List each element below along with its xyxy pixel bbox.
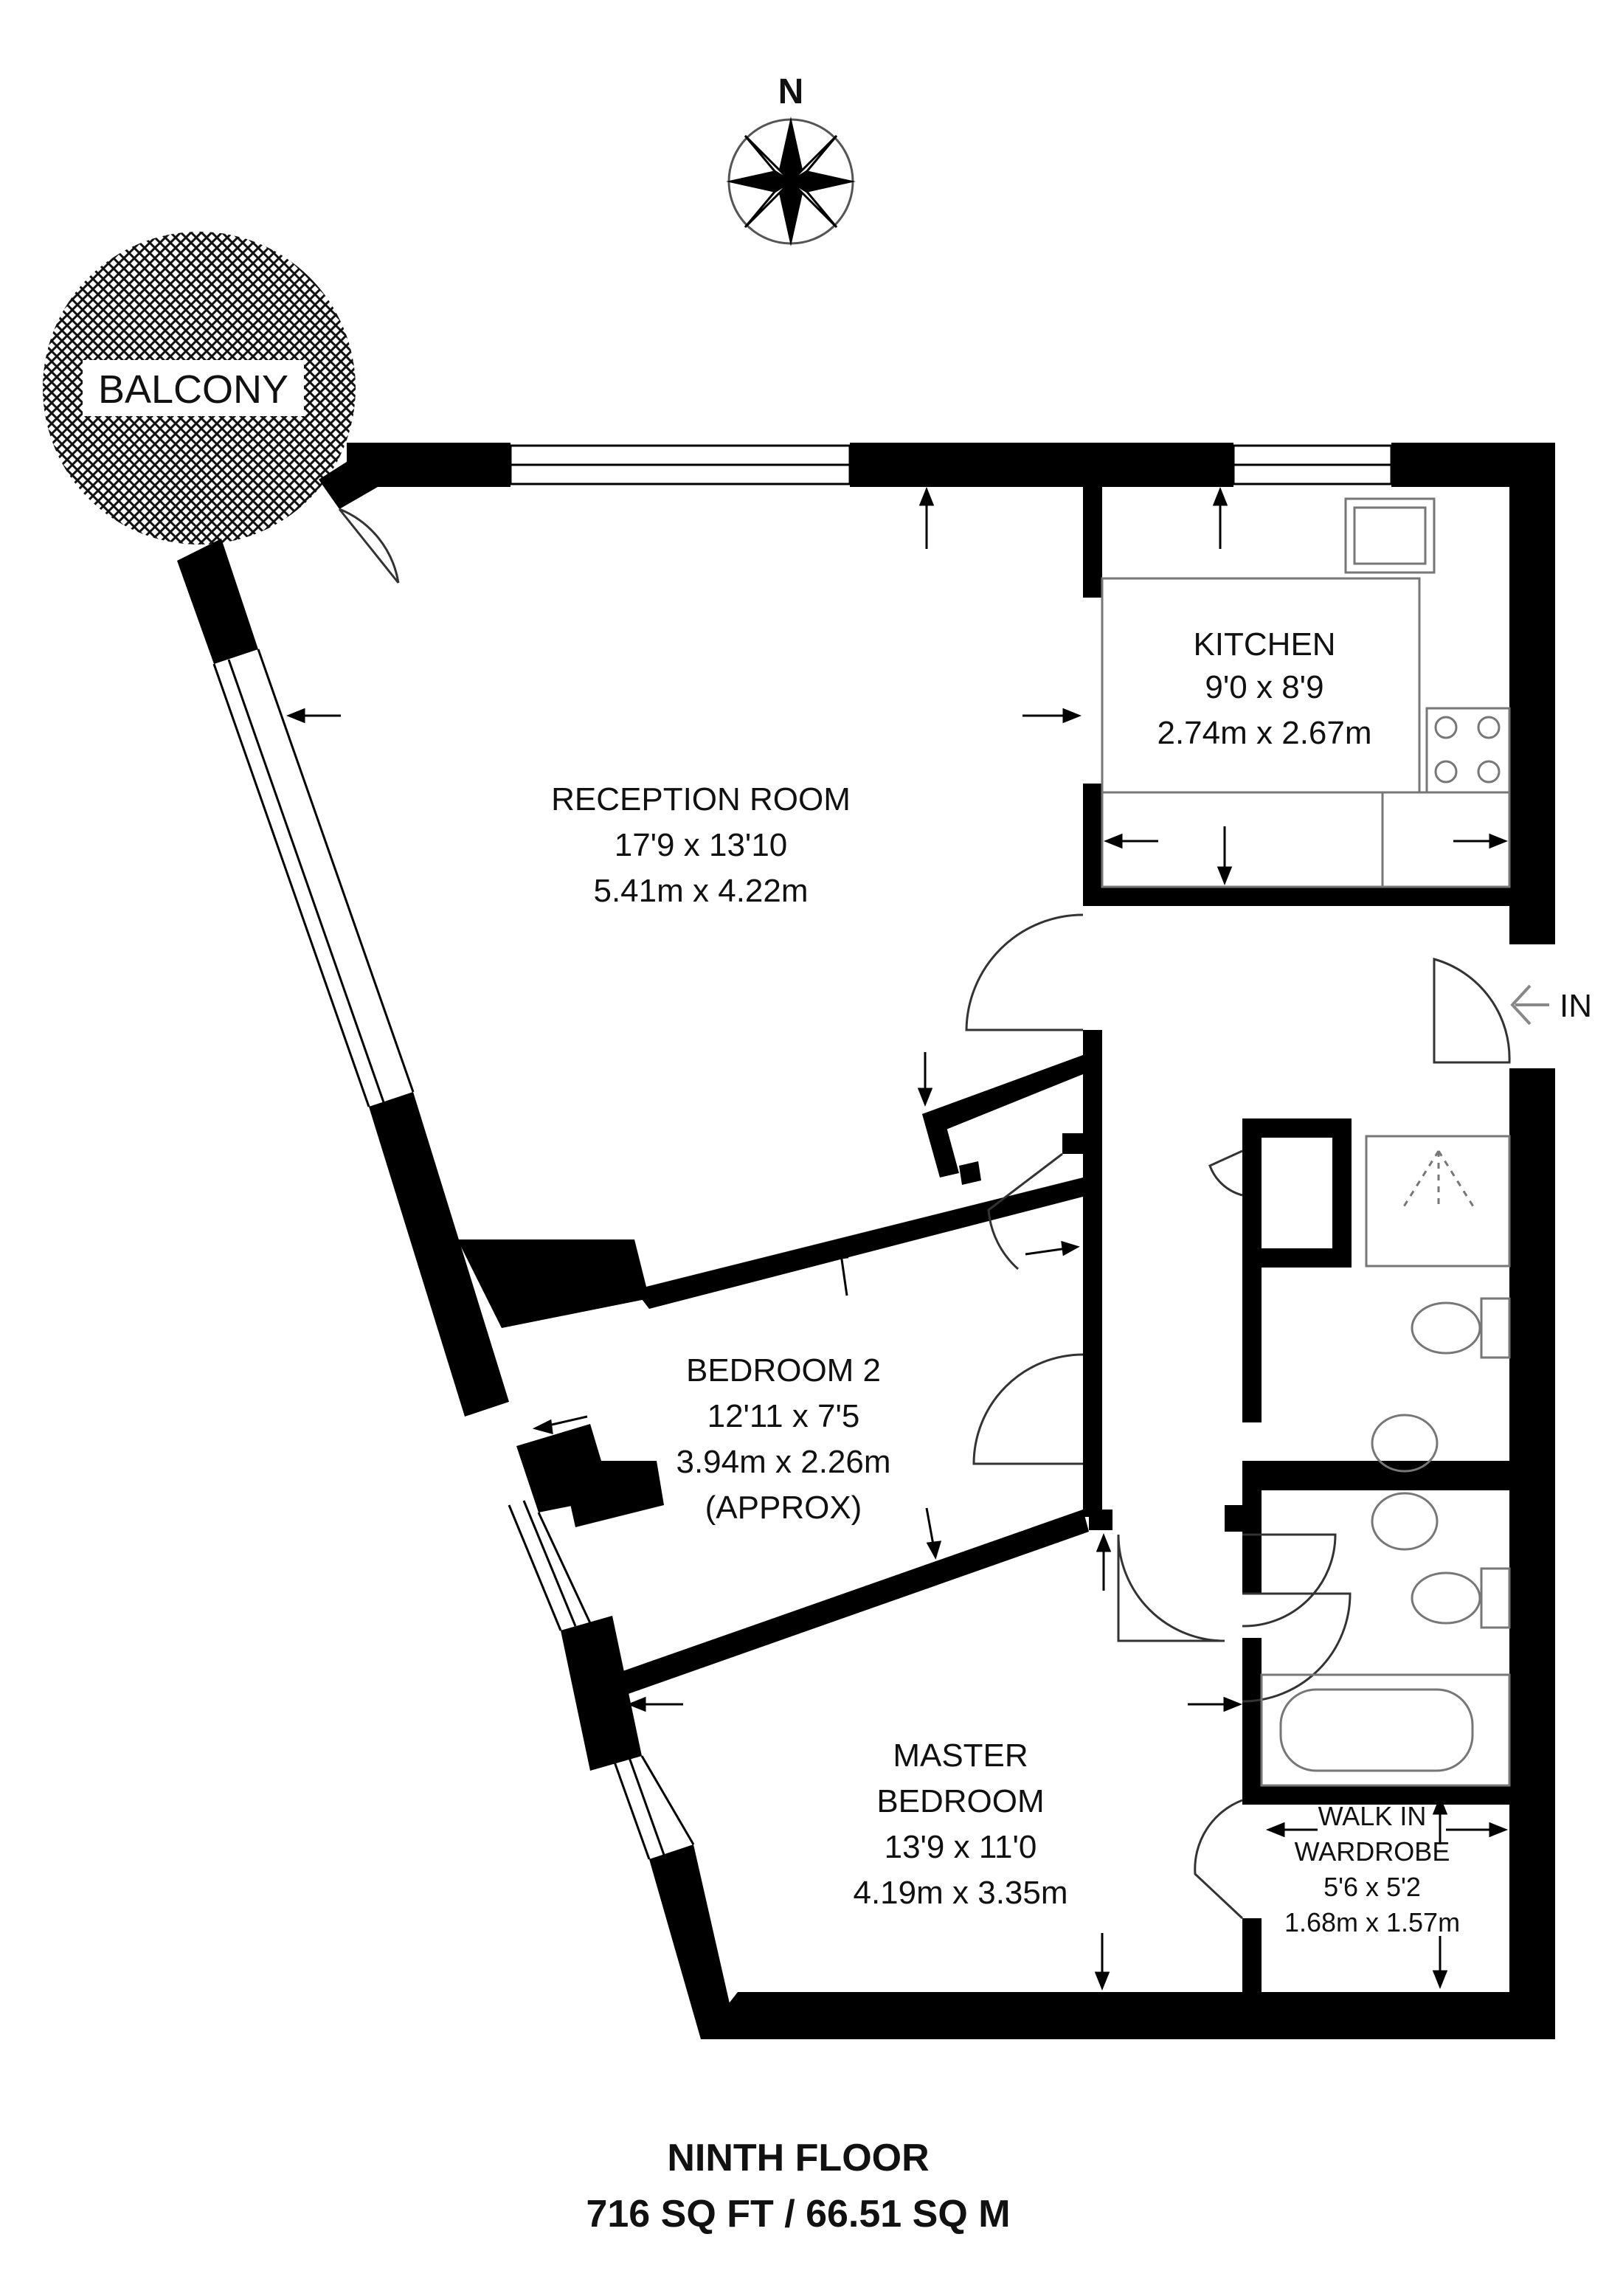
room-master-bedroom: MASTER BEDROOM 13'9 x 11'0 4.19m x 3.35m xyxy=(853,1737,1067,1911)
arrow-left-icon xyxy=(1510,984,1549,1026)
master-name-line2: BEDROOM xyxy=(876,1783,1044,1819)
floor-area: 716 SQ FT / 66.51 SQ M xyxy=(586,2193,1010,2236)
room-bedroom-2: BEDROOM 2 12'11 x 7'5 3.94m x 2.26m (APP… xyxy=(676,1352,890,1526)
bedroom2-imperial: 12'11 x 7'5 xyxy=(707,1398,860,1434)
balcony-label: BALCONY xyxy=(98,367,288,412)
windows xyxy=(212,444,1393,1860)
interior-walls xyxy=(612,484,1509,2039)
footer: NINTH FLOOR 716 SQ FT / 66.51 SQ M xyxy=(586,2137,1010,2236)
bedroom2-metric: 3.94m x 2.26m xyxy=(676,1444,890,1480)
kitchen-fixtures xyxy=(1101,497,1511,888)
balcony: BALCONY xyxy=(43,232,356,544)
compass-north-label: N xyxy=(778,72,804,111)
compass: N xyxy=(726,72,856,246)
entrance: IN xyxy=(1510,984,1592,1026)
master-name-line1: MASTER xyxy=(893,1737,1028,1774)
reception-imperial: 17'9 x 13'10 xyxy=(615,827,788,863)
floor-title: NINTH FLOOR xyxy=(667,2137,929,2179)
reception-name: RECEPTION ROOM xyxy=(551,781,851,817)
wardrobe-metric: 1.68m x 1.57m xyxy=(1284,1907,1460,1937)
compass-rose-icon xyxy=(726,117,856,246)
bedroom2-note: (APPROX) xyxy=(705,1490,862,1526)
dimension-arrows xyxy=(286,486,1509,1991)
room-kitchen: KITCHEN 9'0 x 8'9 2.74m x 2.67m xyxy=(1157,626,1371,751)
kitchen-imperial: 9'0 x 8'9 xyxy=(1205,669,1323,705)
entrance-label: IN xyxy=(1560,988,1592,1024)
wardrobe-name-line2: WARDROBE xyxy=(1295,1836,1450,1867)
bedroom2-name: BEDROOM 2 xyxy=(686,1352,881,1389)
wardrobe-name-line1: WALK IN xyxy=(1318,1801,1427,1831)
room-reception: RECEPTION ROOM 17'9 x 13'10 5.41m x 4.22… xyxy=(551,781,851,909)
room-walk-in-wardrobe: WALK IN WARDROBE 5'6 x 5'2 1.68m x 1.57m xyxy=(1284,1801,1460,1937)
wardrobe-imperial: 5'6 x 5'2 xyxy=(1323,1872,1421,1902)
bathroom-fixtures xyxy=(1260,1135,1511,1787)
exterior-walls xyxy=(177,443,1555,2039)
reception-metric: 5.41m x 4.22m xyxy=(593,873,808,909)
kitchen-metric: 2.74m x 2.67m xyxy=(1157,715,1371,751)
doors xyxy=(338,508,1511,1920)
kitchen-name: KITCHEN xyxy=(1193,626,1335,663)
master-imperial: 13'9 x 11'0 xyxy=(885,1829,1037,1865)
master-metric: 4.19m x 3.35m xyxy=(853,1875,1067,1911)
